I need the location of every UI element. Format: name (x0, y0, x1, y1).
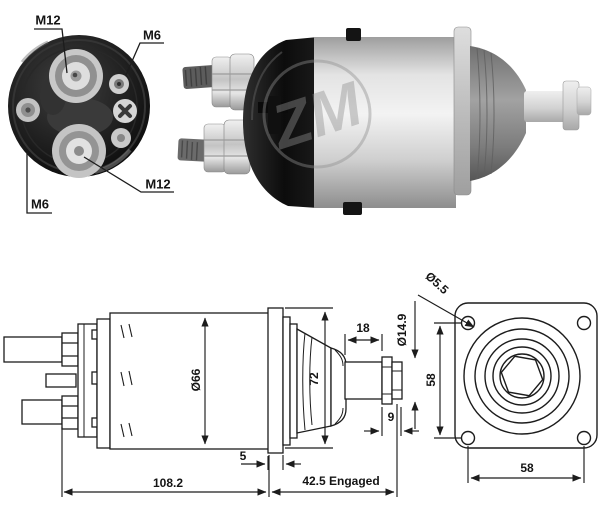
leader-m6-bottom (26, 152, 52, 214)
dim-label-hole-spacing-horizontal: 58 (520, 461, 534, 475)
leader-m12-top (34, 28, 68, 74)
dim-label-bell-diameter: 72 (307, 372, 321, 386)
center-hex-socket (500, 355, 544, 397)
solenoid-photo: ZM (177, 26, 592, 215)
dim-label-plunger-travel: 18 (356, 321, 370, 335)
dim-label-hole-spacing-vertical: 58 (424, 373, 438, 387)
label-m12-bottom: M12 (145, 176, 171, 192)
dim-label-engaged: 42.5 Engaged (302, 474, 380, 488)
end-cap-photo (8, 28, 174, 214)
dim-label-tip-width: 9 (387, 410, 395, 424)
dim-label-flange-thickness: 5 (239, 449, 247, 463)
label-m6-bottom: M6 (30, 196, 50, 212)
leader-hole-diameter (417, 294, 475, 328)
dim-label-body-diameter: Ø66 (189, 368, 203, 392)
leader-m12-bottom (83, 156, 174, 193)
leader-m6-top (125, 42, 164, 76)
label-m12-top: M12 (35, 12, 61, 28)
flange-view-drawing (417, 294, 598, 483)
label-m6-top: M6 (142, 27, 162, 43)
side-view-drawing (3, 301, 419, 497)
dim-label-tip-diameter: Ø14.9 (395, 313, 409, 347)
dim-label-overall-length: 108.2 (152, 476, 184, 490)
